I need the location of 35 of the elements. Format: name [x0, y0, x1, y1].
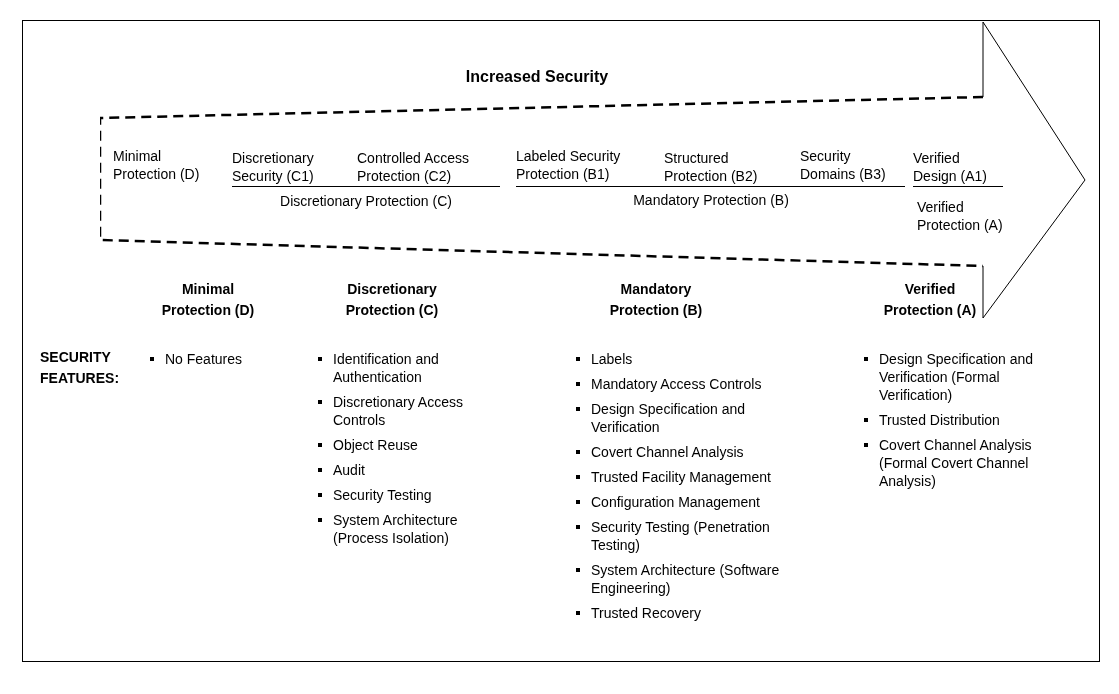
class-label: Discretionary Security (C1): [232, 149, 315, 185]
feature-item: Identification and Authentication: [333, 350, 440, 386]
class-label: Mandatory Protection (B): [632, 191, 790, 209]
feature-item: Trusted Facility Management: [591, 468, 772, 486]
column-heading: Mandatory Protection (B): [608, 280, 704, 320]
class-label: Structured Protection (B2): [664, 149, 759, 185]
feature-item: Security Testing (Penetration Testing): [591, 518, 771, 554]
class-label: Verified Protection (A): [917, 198, 1004, 234]
feature-item: Design Specification and Verification: [591, 400, 747, 436]
feature-item: Labels: [591, 350, 634, 368]
feature-item: System Architecture (Process Isolation): [333, 511, 459, 547]
column-heading: Verified Protection (A): [882, 280, 978, 320]
feature-item: Object Reuse: [333, 436, 419, 454]
class-label: Controlled Access Protection (C2): [357, 149, 471, 185]
column-heading: Discretionary Protection (C): [344, 280, 440, 320]
feature-item: Covert Channel Analysis (Formal Covert Channel Analysis): [879, 436, 1033, 490]
feature-item: Discretionary Access Controls: [333, 393, 464, 429]
feature-item: Trusted Recovery: [591, 604, 702, 622]
class-label: Labeled Security Protection (B1): [516, 147, 622, 183]
feature-item: System Architecture (Software Engineering): [591, 561, 781, 597]
class-label: Security Domains (B3): [800, 147, 887, 183]
class-label: Discretionary Protection (C): [279, 192, 453, 210]
feature-item: Covert Channel Analysis: [591, 443, 745, 461]
feature-item: Design Specification and Verification (Formal Verification): [879, 350, 1035, 404]
class-label: Verified Design (A1): [913, 149, 988, 185]
feature-item: Security Testing: [333, 486, 433, 504]
column-heading: Minimal Protection (D): [160, 280, 256, 320]
feature-item: No Features: [165, 350, 244, 368]
row-heading: SECURITY FEATURES:: [40, 348, 121, 388]
class-label: Minimal Protection (D): [113, 147, 201, 183]
feature-item: Mandatory Access Controls: [591, 375, 763, 393]
feature-item: Trusted Distribution: [879, 411, 1001, 429]
feature-item: Configuration Management: [591, 493, 761, 511]
feature-item: Audit: [333, 461, 366, 479]
arrow-heading: Increased Security: [464, 68, 610, 86]
